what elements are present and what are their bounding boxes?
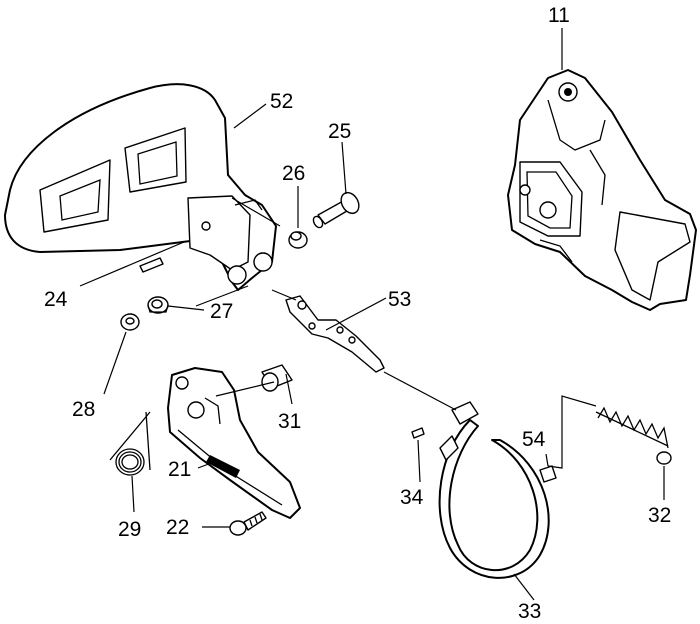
- leader-34: [417, 439, 421, 483]
- callout-54: 54: [522, 428, 546, 451]
- part-53-brake-link: [285, 295, 385, 373]
- callout-21: 21: [168, 458, 191, 481]
- leader-54: [545, 453, 549, 467]
- part-21-brake-arm: [167, 367, 301, 519]
- callout-26: 26: [282, 162, 305, 185]
- callout-11: 11: [548, 4, 570, 27]
- part-24-pin: [139, 257, 164, 273]
- leader-assembly-4: [383, 371, 457, 411]
- callout-29: 29: [118, 518, 141, 541]
- leader-27: [167, 305, 205, 311]
- leader-assembly-6: [231, 197, 281, 227]
- part-54-clip: [539, 465, 557, 483]
- part-32-spring: [595, 406, 672, 465]
- callout-33: 33: [518, 600, 541, 623]
- callout-labels: 11 52 25 26 24 27 53 28 31 21 29 22 54 3…: [44, 4, 671, 623]
- leader-29: [131, 475, 135, 513]
- leader-assembly-5: [547, 395, 597, 469]
- callout-52: 52: [270, 90, 293, 113]
- leader-lines: [79, 28, 665, 601]
- leader-assembly-1: [195, 285, 249, 307]
- callout-34: 34: [400, 486, 424, 509]
- callout-24: 24: [44, 288, 68, 311]
- leader-52: [233, 103, 267, 129]
- leader-31: [285, 373, 293, 405]
- part-28-nut: [120, 313, 140, 331]
- callout-31: 31: [278, 410, 301, 433]
- callout-22: 22: [166, 516, 189, 539]
- part-34-pin: [411, 427, 425, 439]
- part-27-collar-nut: [147, 296, 169, 314]
- leader-24: [79, 241, 185, 287]
- callout-28: 28: [72, 398, 95, 421]
- part-11-housing: [507, 69, 697, 311]
- leader-33: [513, 573, 535, 601]
- part-29-spring: [109, 411, 151, 476]
- callout-53: 53: [388, 288, 411, 311]
- leader-assembly-2: [271, 289, 297, 301]
- part-22-screw: [229, 511, 267, 536]
- leader-28: [103, 331, 127, 395]
- callout-25: 25: [328, 120, 351, 143]
- part-52-hand-guard: [4, 83, 277, 291]
- part-26-bushing: [288, 231, 308, 249]
- part-33-brake-band: [438, 401, 550, 579]
- part-31-sleeve: [261, 364, 293, 392]
- leader-assembly-3: [215, 381, 275, 397]
- leader-21: [197, 461, 215, 469]
- callout-27: 27: [210, 300, 233, 323]
- leader-53: [325, 297, 387, 331]
- leader-25: [341, 141, 347, 195]
- part-25-bolt: [312, 191, 360, 229]
- callout-32: 32: [648, 504, 671, 527]
